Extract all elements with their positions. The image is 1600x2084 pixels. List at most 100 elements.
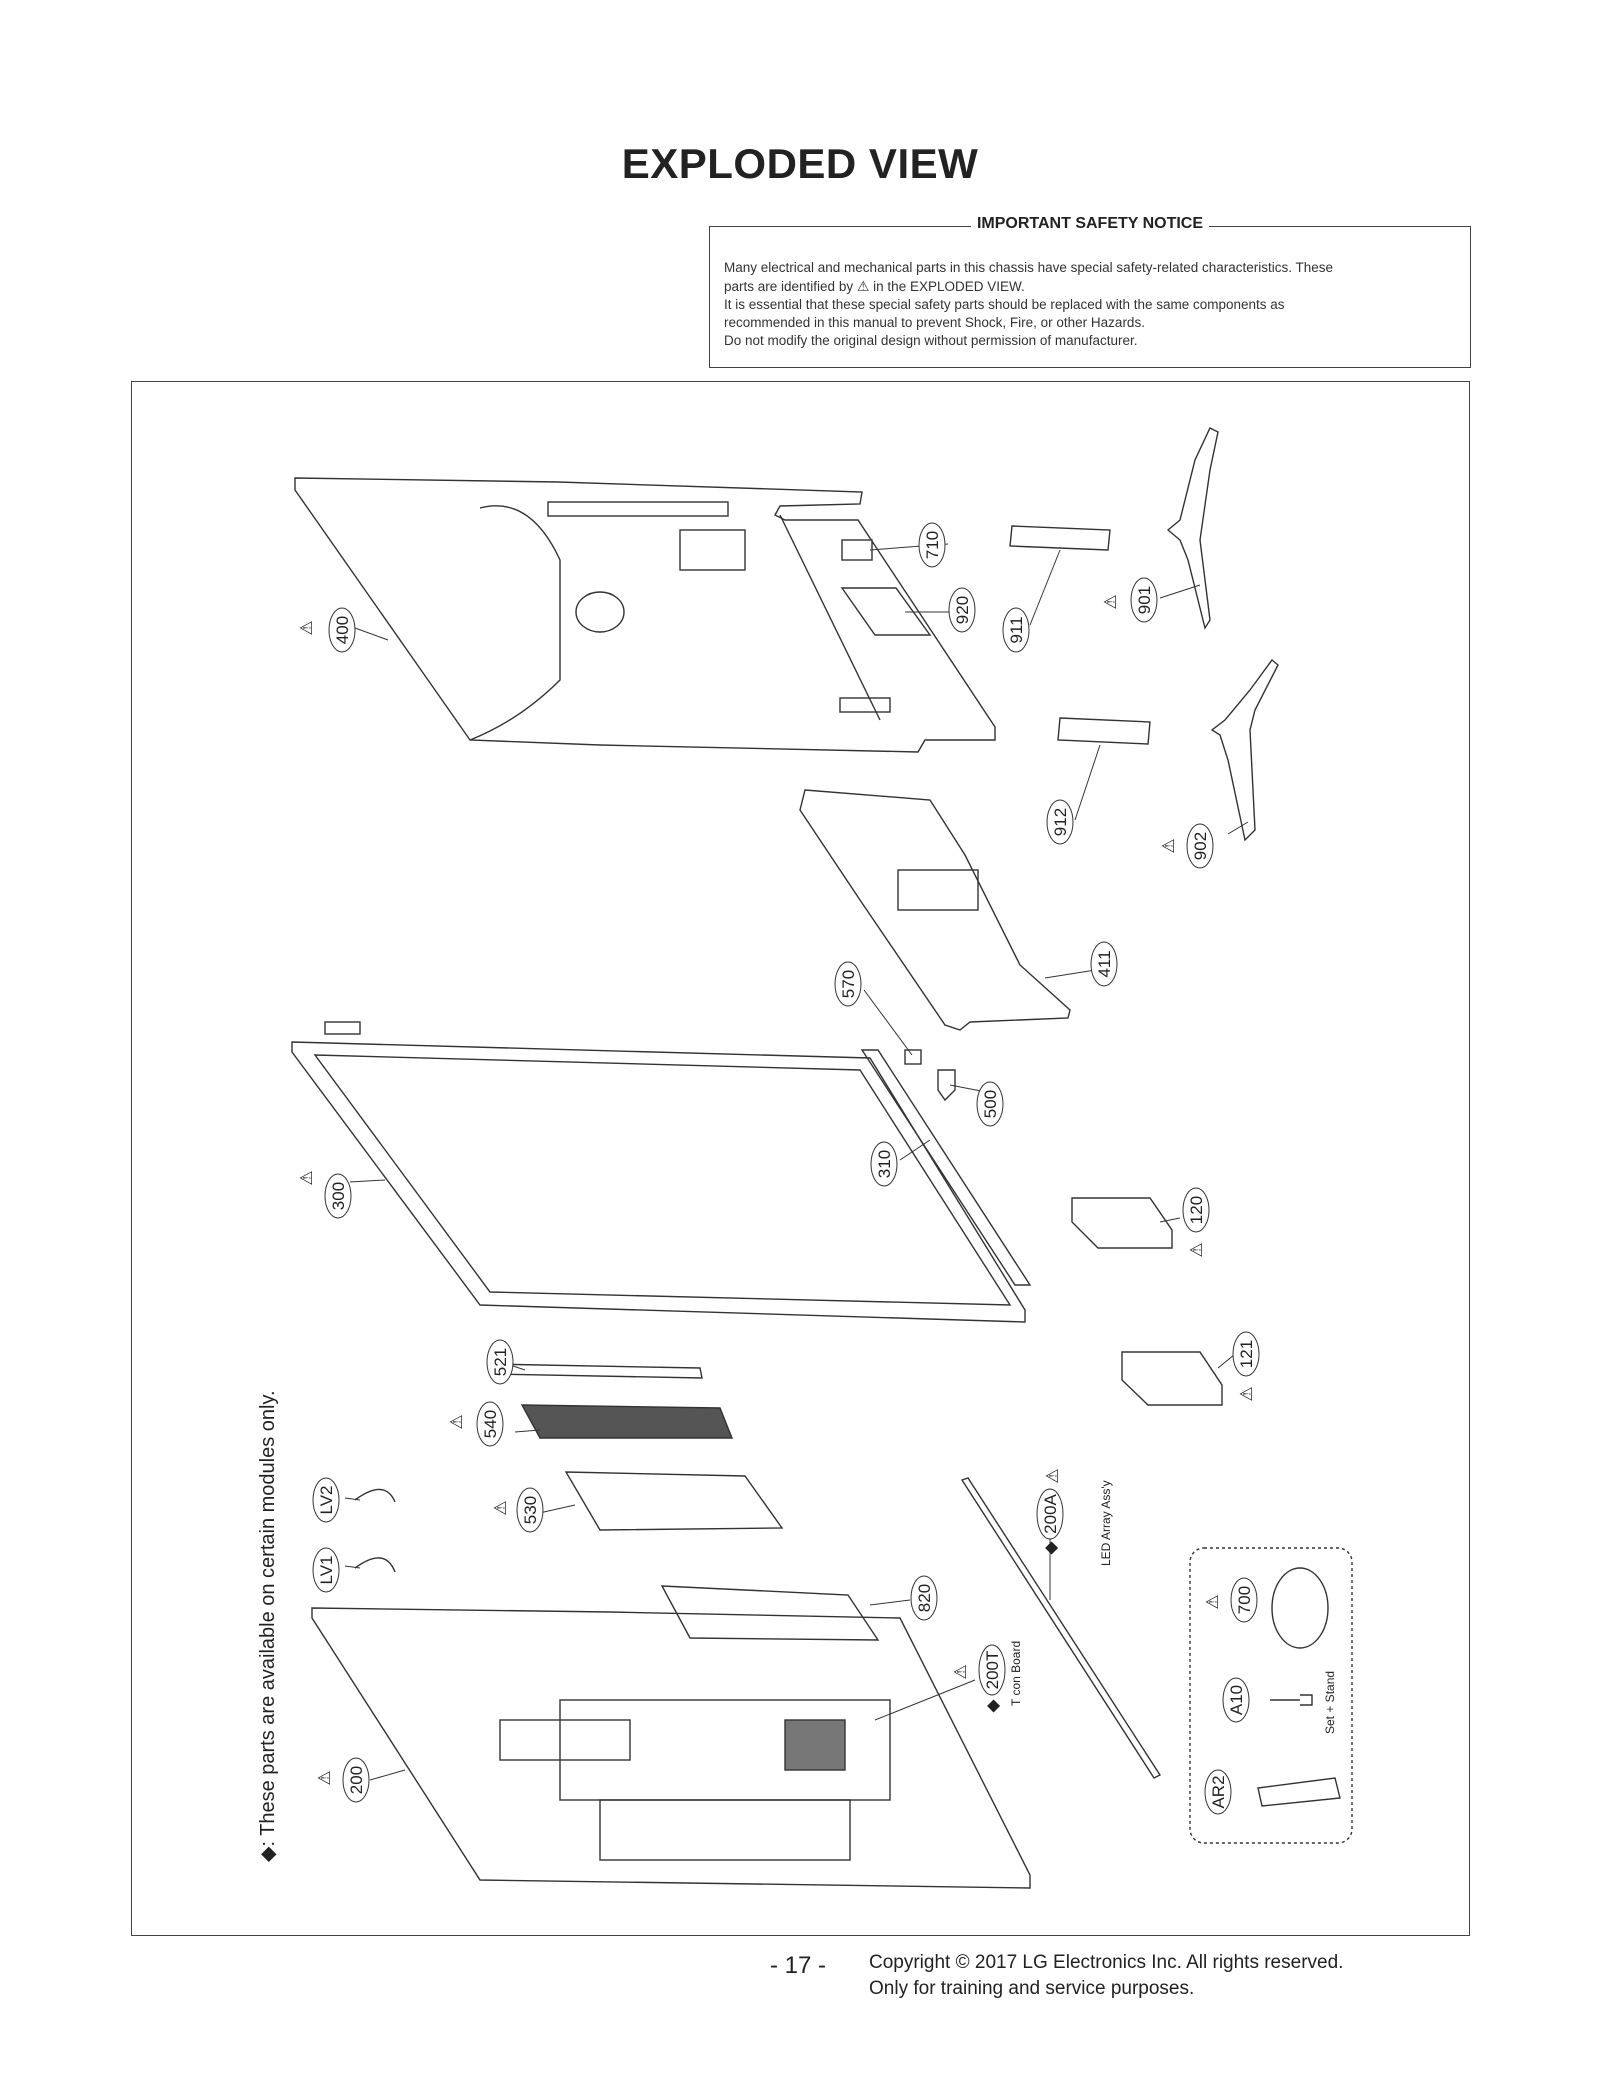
label-911: 911 xyxy=(1002,607,1030,653)
svg-text:⚠: ⚠ xyxy=(447,1414,466,1429)
safety-notice-box: IMPORTANT SAFETY NOTICE Many electrical … xyxy=(709,215,1471,368)
warning-triangle-icon: ⚠ xyxy=(1043,1468,1062,1483)
svg-text:◆: ◆ xyxy=(983,1699,1002,1713)
bracket-310-drawing xyxy=(860,1049,1032,1286)
warning-triangle-icon: ⚠ xyxy=(951,1664,970,1679)
stand-902-drawing xyxy=(1210,658,1279,842)
notice-line: Many electrical and mechanical parts in … xyxy=(724,260,1334,275)
led-array-annotation: LED Array Ass'y xyxy=(1099,1480,1113,1566)
exploded-view-frame xyxy=(131,381,1470,1936)
notice-line: Do not modify the original design withou… xyxy=(724,333,1138,348)
svg-text:540: 540 xyxy=(481,1410,500,1438)
svg-text:570: 570 xyxy=(839,970,858,998)
svg-text:A10: A10 xyxy=(1227,1685,1246,1715)
svg-text:521: 521 xyxy=(491,1348,510,1376)
label-121: 121 xyxy=(1232,1331,1260,1377)
label-500: 500 xyxy=(976,1081,1004,1127)
board-521-drawing xyxy=(487,1363,703,1379)
svg-text:⚠: ⚠ xyxy=(297,620,316,635)
svg-text:⚠: ⚠ xyxy=(1101,594,1120,609)
label-a10: A10 xyxy=(1222,1677,1250,1723)
svg-text:⚠: ⚠ xyxy=(1237,1386,1256,1401)
cable-lv2-drawing xyxy=(354,1488,396,1503)
module-200-drawing xyxy=(311,1607,1031,1889)
svg-text:⚠: ⚠ xyxy=(297,1170,316,1185)
svg-text:411: 411 xyxy=(1095,950,1114,977)
diamond-icon: ◆ xyxy=(1041,1541,1060,1555)
warning-triangle-icon: ⚠ xyxy=(1203,1594,1222,1609)
bracket-710-drawing xyxy=(841,539,873,561)
svg-text:912: 912 xyxy=(1051,808,1070,836)
label-920: 920 xyxy=(948,587,976,633)
side-note: ◆: These parts are available on certain … xyxy=(257,1390,279,1862)
board-540-drawing xyxy=(520,1404,734,1439)
safety-notice-heading: IMPORTANT SAFETY NOTICE xyxy=(970,215,1210,232)
tcon-board-annotation: T con Board xyxy=(1009,1641,1023,1706)
label-570: 570 xyxy=(834,961,862,1007)
svg-text:530: 530 xyxy=(521,1496,540,1524)
part-500-drawing xyxy=(937,1069,956,1102)
speaker-120-drawing xyxy=(1071,1197,1173,1249)
plate-920-drawing xyxy=(840,587,932,636)
cover-411-drawing xyxy=(799,789,1071,1031)
set-stand-annotation: Set + Stand xyxy=(1323,1671,1337,1734)
warning-triangle-icon: ⚠ xyxy=(1237,1386,1256,1401)
shield-820-drawing xyxy=(660,1585,880,1641)
part-570-drawing xyxy=(904,1049,922,1065)
svg-text:300: 300 xyxy=(329,1182,348,1210)
warning-triangle-icon: ⚠ xyxy=(491,1500,510,1515)
label-710: 710 xyxy=(918,522,946,568)
svg-text:121: 121 xyxy=(1237,1340,1256,1368)
cable-lv1-drawing xyxy=(354,1557,396,1573)
svg-text:902: 902 xyxy=(1191,832,1210,860)
svg-text:⚠: ⚠ xyxy=(951,1664,970,1679)
svg-text:200A: 200A xyxy=(1041,1493,1060,1533)
svg-text:120: 120 xyxy=(1187,1196,1206,1224)
notice-line: recommended in this manual to prevent Sh… xyxy=(724,315,1145,330)
svg-text:911: 911 xyxy=(1007,616,1026,643)
accessory-box xyxy=(1189,1547,1353,1844)
svg-text:200T: 200T xyxy=(983,1651,1002,1690)
board-530-drawing xyxy=(564,1471,784,1531)
label-901: 901 xyxy=(1130,577,1158,623)
warning-triangle-icon: ⚠ xyxy=(1187,1242,1206,1257)
svg-text:⚠: ⚠ xyxy=(315,1770,334,1785)
label-lv1: LV1 xyxy=(312,1547,340,1593)
safety-notice-text: Many electrical and mechanical parts in … xyxy=(724,259,1456,350)
svg-text:⚠: ⚠ xyxy=(491,1500,510,1515)
warning-triangle-icon: ⚠ xyxy=(1159,838,1178,853)
svg-text:400: 400 xyxy=(333,616,352,644)
label-310: 310 xyxy=(870,1141,898,1187)
frame-300-drawing xyxy=(291,1021,1026,1323)
svg-text:920: 920 xyxy=(953,596,972,624)
label-120: 120 xyxy=(1182,1187,1210,1233)
footer-copyright: Copyright © 2017 LG Electronics Inc. All… xyxy=(869,1952,1344,1999)
label-200T: 200T xyxy=(978,1644,1006,1696)
warning-triangle-icon: ⚠ xyxy=(1101,594,1120,609)
warning-triangle-icon: ⚠ xyxy=(297,620,316,635)
svg-text:310: 310 xyxy=(875,1150,894,1178)
label-820: 820 xyxy=(910,1575,938,1621)
svg-text:700: 700 xyxy=(1235,1586,1254,1614)
label-521: 521 xyxy=(486,1339,514,1385)
page-number: - 17 - xyxy=(770,1952,827,1979)
speaker-121-drawing xyxy=(1121,1351,1223,1406)
stand-901-drawing xyxy=(1166,427,1219,630)
label-lv2: LV2 xyxy=(312,1477,340,1523)
page-title: EXPLODED VIEW xyxy=(621,140,979,187)
led-strip-200A-drawing xyxy=(960,1477,1162,1779)
label-400: 400 xyxy=(328,607,356,653)
label-200: 200 xyxy=(342,1757,370,1803)
label-912: 912 xyxy=(1046,799,1074,845)
svg-text:⚠: ⚠ xyxy=(1187,1242,1206,1257)
svg-text:LV1: LV1 xyxy=(317,1556,336,1585)
stand-911-drawing xyxy=(1009,525,1111,551)
back-cover-drawing xyxy=(294,477,996,753)
svg-text:710: 710 xyxy=(923,531,942,559)
label-411: 411 xyxy=(1090,941,1118,987)
svg-text:◆: ◆ xyxy=(1041,1541,1060,1555)
svg-text:⚠: ⚠ xyxy=(1043,1468,1062,1483)
label-540: 540 xyxy=(476,1401,504,1447)
svg-text:⚠: ⚠ xyxy=(1159,838,1178,853)
